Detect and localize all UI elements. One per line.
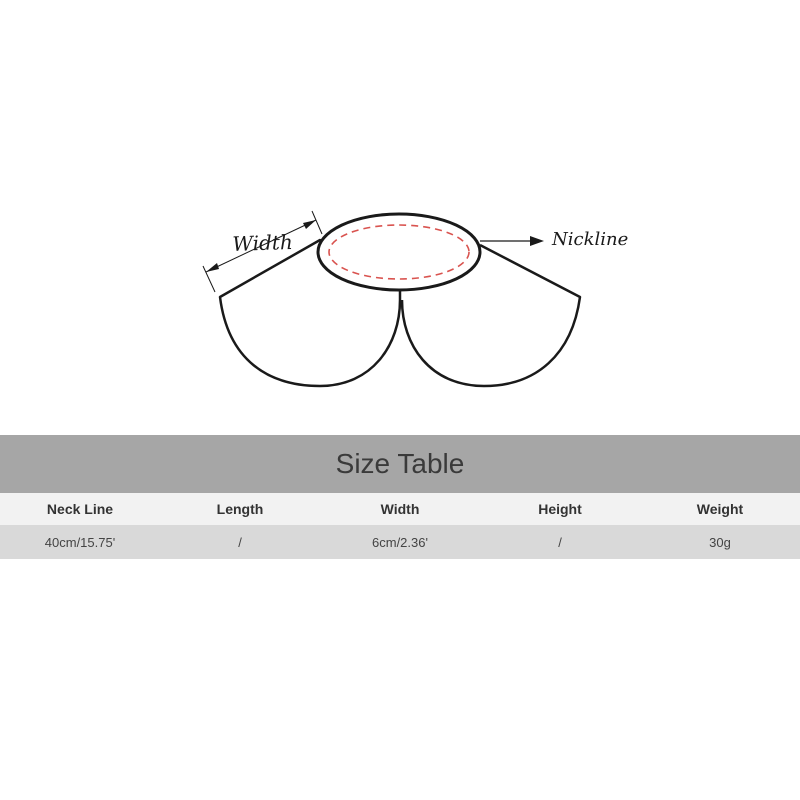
value-weight: 30g bbox=[709, 534, 731, 550]
column-header-height: Height bbox=[538, 501, 582, 517]
neckline-arrowhead bbox=[530, 236, 544, 246]
collar-illustration bbox=[202, 210, 582, 388]
value-neck-line: 40cm/15.75' bbox=[44, 534, 116, 550]
size-table-header-row: Neck Line Length Width Height Weight bbox=[0, 493, 800, 525]
neckline-label: Nickline bbox=[552, 229, 629, 250]
neck-opening bbox=[316, 212, 482, 292]
width-tick-right bbox=[311, 210, 323, 235]
right-collar-wing bbox=[400, 243, 582, 388]
value-width: 6cm/2.36' bbox=[372, 534, 428, 550]
size-table-values-row: 40cm/15.75' / 6cm/2.36' / 30g bbox=[0, 525, 800, 559]
width-arrow-left bbox=[206, 263, 219, 272]
value-length: / bbox=[238, 534, 242, 550]
size-table: Size Table Neck Line Length Width Height… bbox=[0, 435, 800, 559]
width-arrow-right bbox=[303, 220, 316, 229]
column-header-neck-line: Neck Line bbox=[46, 501, 114, 517]
neckline-dashed bbox=[328, 224, 470, 280]
width-measure-line bbox=[205, 219, 317, 273]
left-collar-wing bbox=[218, 238, 402, 388]
neck-opening-fill bbox=[318, 214, 480, 290]
collar-diagram: Width Nickline bbox=[202, 210, 629, 388]
size-table-title: Size Table bbox=[0, 435, 800, 493]
value-height: / bbox=[558, 534, 562, 550]
width-label: Width bbox=[232, 229, 294, 256]
width-tick-left bbox=[202, 265, 216, 293]
column-header-length: Length bbox=[216, 501, 264, 517]
column-header-weight: Weight bbox=[696, 501, 744, 517]
column-header-width: Width bbox=[380, 501, 420, 517]
